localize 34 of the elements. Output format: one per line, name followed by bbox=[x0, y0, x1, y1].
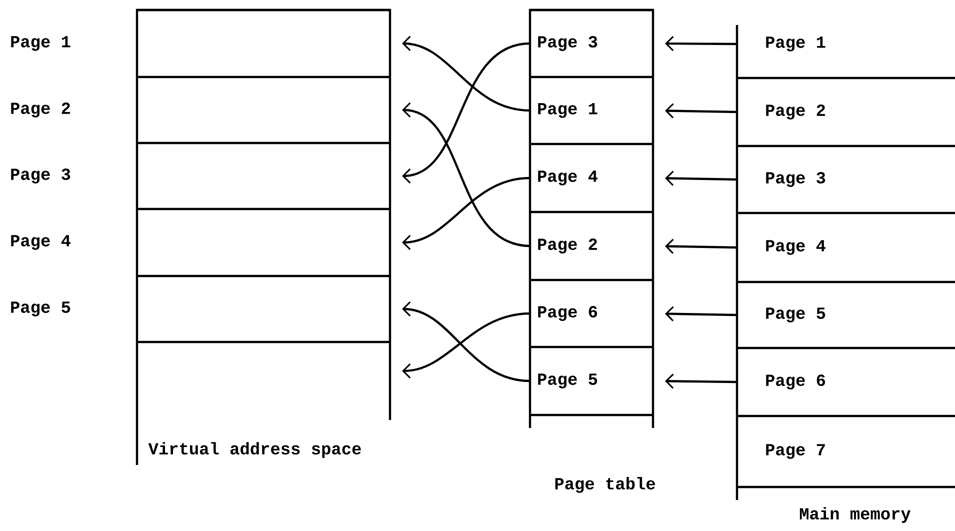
memory-cell: Page 2 bbox=[530, 210, 653, 254]
curved-arrow bbox=[402, 36, 530, 112]
memory-cell: Page 3 bbox=[530, 8, 653, 51]
curved-arrow bbox=[402, 102, 530, 248]
memory-cell: Page 5 bbox=[11, 274, 390, 316]
memory-cell: Page 3 bbox=[11, 142, 390, 184]
memory-cell: Page 2 bbox=[11, 76, 390, 118]
memory-cell: Page 6 bbox=[530, 278, 653, 321]
memory-cell: Page 6 bbox=[737, 374, 955, 418]
arrow bbox=[665, 306, 738, 322]
memory-cell: Page 1 bbox=[11, 8, 390, 51]
column-caption: Main memory bbox=[800, 507, 911, 523]
arrow bbox=[665, 103, 738, 118]
curved-arrow bbox=[402, 42, 530, 184]
column-caption: Page table bbox=[555, 477, 655, 493]
arrow bbox=[665, 374, 738, 389]
arrow bbox=[665, 170, 738, 186]
memory-cell: Page 3 bbox=[737, 172, 955, 214]
memory-cell: Page 7 bbox=[737, 444, 955, 488]
column-caption: Virtual address space bbox=[148, 442, 361, 458]
curved-arrow bbox=[402, 301, 530, 382]
memory-cell: Page 4 bbox=[737, 240, 955, 284]
curved-arrow bbox=[402, 312, 530, 379]
memory-cell: Page 5 bbox=[530, 346, 653, 416]
memory-cell: Page 4 bbox=[530, 142, 653, 186]
arrow bbox=[665, 238, 738, 254]
memory-cell: Page 4 bbox=[11, 208, 390, 250]
memory-cell: Page 1 bbox=[530, 76, 653, 118]
memory-cell bbox=[137, 340, 390, 344]
arrow bbox=[665, 36, 737, 52]
memory-cell: Page 5 bbox=[737, 308, 955, 350]
curved-arrow bbox=[402, 176, 530, 250]
memory-cell: Page 1 bbox=[737, 36, 955, 80]
memory-cell: Page 2 bbox=[737, 104, 955, 148]
